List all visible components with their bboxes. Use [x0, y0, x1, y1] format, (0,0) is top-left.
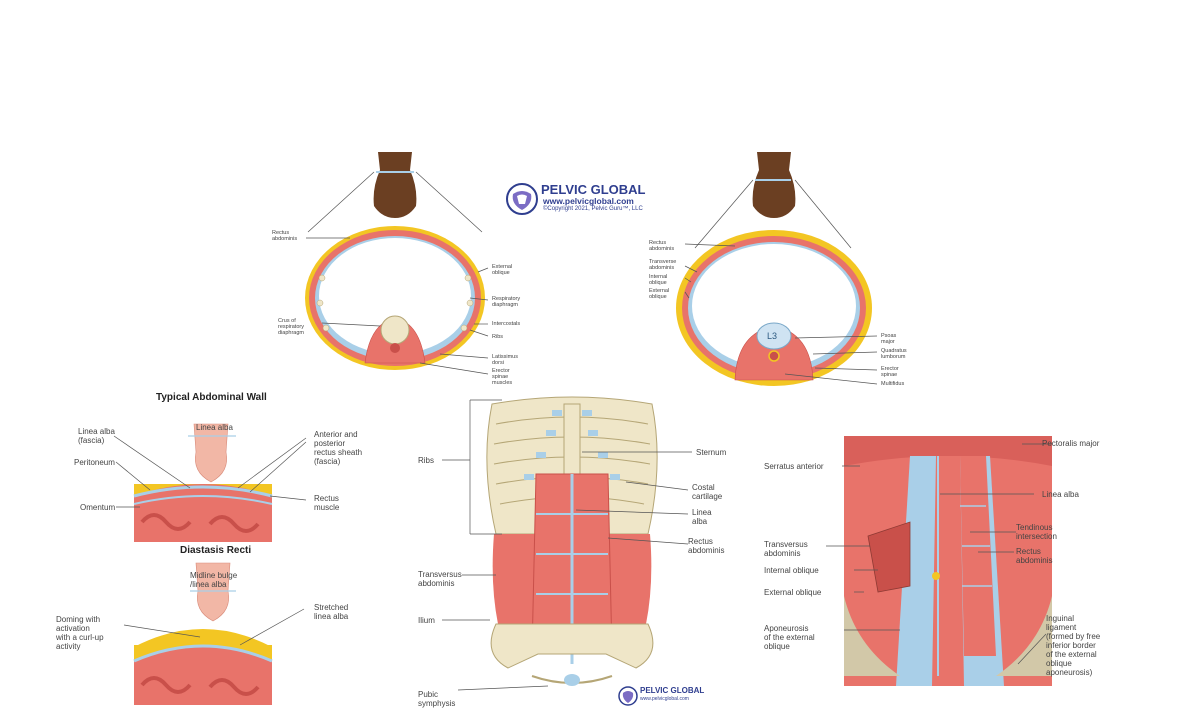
torso-right-panel: Pectoralis major Serratus anterior Linea…	[760, 436, 1140, 686]
label-tendinous: Tendinous intersection	[1016, 523, 1057, 541]
label-midline-bulge: Midline bulge /linea alba	[190, 571, 238, 589]
label-respiratory-diaphragm: Respiratory diaphragm	[492, 296, 521, 308]
label-costal: Costal cartilage	[692, 483, 723, 501]
label-external: External oblique	[764, 588, 822, 597]
logo-bottom-name: PELVIC GLOBAL	[640, 686, 705, 695]
logo-top: PELVIC GLOBAL www.pelvicglobal.com ©Copy…	[505, 182, 665, 218]
label-omentum: Omentum	[80, 503, 116, 512]
torso-right-diagram	[826, 436, 1052, 686]
label-transversus: Transversus abdominis	[418, 570, 462, 588]
abdominal-wall-diagram	[113, 423, 307, 542]
label-ribs: Ribs	[492, 334, 504, 340]
label-rectus-sheath: Anterior and posterior rectus sheath (fa…	[314, 430, 363, 466]
abdominal-wall-title: Typical Abdominal Wall	[156, 392, 267, 403]
label-pectoralis: Pectoralis major	[1042, 439, 1100, 448]
torso-center-panel: Ribs Sternum Costal cartilage Linea alba…	[412, 394, 742, 714]
pelvic-logo-icon	[618, 686, 638, 706]
label-linea-alba: Linea alba	[692, 508, 712, 526]
label-ribs: Ribs	[418, 456, 435, 465]
logo-top-copyright: ©Copyright 2021, Pelvic Guru™, LLC	[543, 206, 643, 212]
label-transversus: Transversus abdominis	[764, 540, 808, 558]
label-pubic: Pubic symphysis	[418, 690, 456, 708]
label-rectus: Rectus abdominis	[1016, 547, 1053, 565]
label-quadratus: Quadratus lumborum	[881, 348, 907, 360]
label-peritoneum: Peritoneum	[74, 458, 115, 467]
logo-top-name: PELVIC GLOBAL	[541, 182, 646, 197]
pelvic-logo-icon	[506, 183, 538, 215]
label-linea-alba-fascia: Linea alba (fascia)	[78, 427, 115, 445]
label-linea-alba-top: Linea alba	[196, 423, 233, 432]
label-stretched: Stretched linea alba	[314, 603, 349, 621]
label-inguinal: Inguinal ligament (formed by free inferi…	[1046, 614, 1101, 677]
label-doming: Doming with activation with a curl-up ac…	[56, 615, 104, 651]
label-psoas: Psoas major	[881, 333, 897, 345]
torso-silhouette-icon	[752, 152, 796, 218]
label-erector: Erector spinae muscles	[492, 368, 513, 386]
torso-center-diagram	[442, 396, 692, 691]
label-aponeurosis: Aponeurosis of the external oblique	[764, 624, 815, 651]
label-external-oblique: External oblique	[492, 264, 513, 276]
diastasis-panel: Diastasis Recti Midline bulge /linea alb…	[50, 545, 370, 707]
label-linea-alba: Linea alba	[1042, 490, 1079, 499]
cross-section-left: Rectus abdominis External oblique Respir…	[270, 148, 540, 386]
logo-top-url: www.pelvicglobal.com	[543, 196, 634, 206]
label-serratus: Serratus anterior	[764, 462, 824, 471]
cross-section-right-diagram	[676, 152, 878, 386]
label-rectus-muscle: Rectus muscle	[314, 494, 340, 512]
vertebra-label: L3	[767, 331, 778, 341]
label-external-oblique: External oblique	[649, 288, 670, 300]
label-transverse-abdominis: Transverse abdominis	[649, 259, 677, 271]
diastasis-diagram	[123, 562, 305, 705]
logo-bottom: PELVIC GLOBAL www.pelvicglobal.com	[618, 686, 708, 708]
cross-section-left-diagram	[305, 152, 489, 375]
abdominal-wall-panel: Typical Abdominal Wall Linea alba Linea …	[70, 392, 370, 544]
cross-section-right: L3 Rectus abdominis Transverse abdominis…	[645, 148, 915, 394]
logo-bottom-url: www.pelvicglobal.com	[640, 696, 689, 702]
label-rectus-abdominis: Rectus abdominis	[649, 240, 675, 252]
label-intercostals: Intercostals	[492, 321, 521, 327]
label-rectus: Rectus abdominis	[688, 537, 725, 555]
diastasis-title: Diastasis Recti	[180, 545, 252, 556]
label-sternum: Sternum	[696, 448, 727, 457]
label-erector: Erector spinae	[881, 366, 899, 378]
label-latissimus: Latissimus dorsi	[492, 354, 518, 366]
label-crus: Crus of respiratory diaphragm	[278, 318, 304, 336]
label-internal: Internal oblique	[764, 566, 819, 575]
label-ilium: Ilium	[418, 616, 435, 625]
torso-silhouette-icon	[373, 152, 417, 218]
label-multifidus: Multifidus	[881, 381, 905, 387]
label-rectus-abdominis: Rectus abdominis	[272, 230, 298, 242]
label-internal-oblique: Internal oblique	[649, 274, 668, 286]
